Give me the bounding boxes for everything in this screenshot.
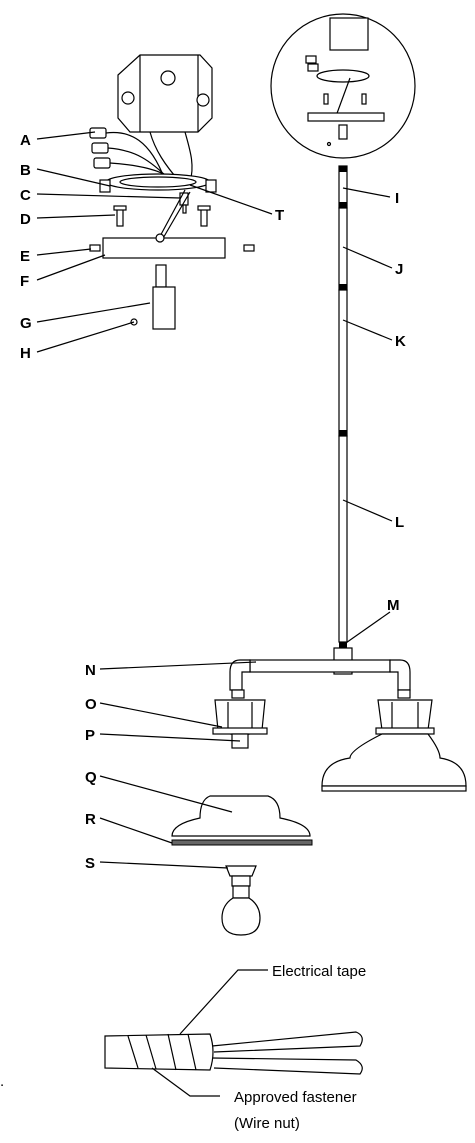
label-p: P [85, 727, 95, 744]
shade-left [171, 795, 311, 837]
socket-ring [225, 865, 257, 887]
label-n: N [85, 662, 96, 679]
wire-nut-label: (Wire nut) [234, 1115, 300, 1132]
canopy [102, 233, 226, 259]
socket-cage-right [375, 689, 435, 736]
part-labels: A B C D E F G H T I J K L M N O P Q R S [20, 132, 406, 872]
mounting-bracket [99, 173, 217, 193]
socket-cage-left [212, 689, 268, 749]
label-o: O [85, 696, 97, 713]
label-d: D [20, 211, 31, 228]
canopy-side-screws [89, 244, 255, 252]
label-f: F [20, 273, 29, 290]
label-e: E [20, 248, 30, 265]
label-r: R [85, 811, 96, 828]
downrod [338, 165, 348, 648]
wire-splice-detail [104, 969, 363, 1097]
label-s: S [85, 855, 95, 872]
canopy-detail-inset [270, 13, 416, 159]
junction-box [117, 54, 213, 133]
approved-fastener-label: Approved fastener [234, 1089, 357, 1106]
cross-arm [229, 647, 411, 691]
stray-dot: . [0, 1073, 4, 1090]
canopy-coupler [152, 264, 176, 330]
light-bulb [221, 885, 261, 936]
label-k: K [395, 333, 406, 350]
electrical-tape-label: Electrical tape [272, 963, 366, 980]
label-j: J [395, 261, 403, 278]
glass-diffuser [171, 839, 313, 846]
label-b: B [20, 162, 31, 179]
label-a: A [20, 132, 31, 149]
label-l: L [395, 514, 404, 531]
label-m: M [387, 597, 400, 614]
label-q: Q [85, 769, 97, 786]
label-t: T [275, 207, 284, 224]
mounting-screws [113, 205, 211, 227]
label-h: H [20, 345, 31, 362]
canopy-wires [157, 189, 191, 241]
leader-lines [36, 131, 393, 869]
shade-right [321, 733, 467, 792]
label-g: G [20, 315, 32, 332]
label-i: I [395, 190, 399, 207]
label-c: C [20, 187, 31, 204]
